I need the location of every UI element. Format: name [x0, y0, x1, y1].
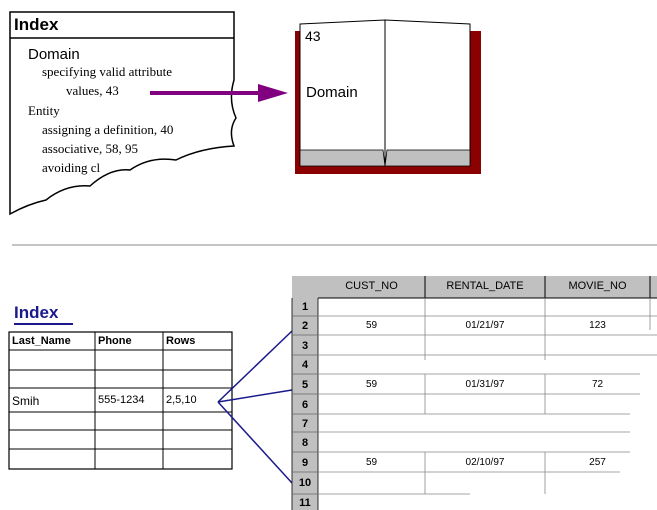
index-card-outline — [9, 11, 237, 216]
index-table-cell: Smih — [12, 394, 40, 408]
data-table-header: CUST_NO — [345, 280, 398, 292]
data-cell: 59 — [365, 379, 378, 390]
row-number-gutter — [292, 298, 318, 510]
data-table-header: RENTAL_DATE — [446, 280, 524, 292]
row-number: 9 — [301, 457, 309, 469]
index-table-cell: 2,5,10 — [166, 394, 197, 406]
data-cell: 59 — [365, 320, 378, 331]
data-table-grid — [291, 298, 657, 510]
data-cell: 123 — [589, 320, 606, 331]
index-table-header: Phone — [98, 335, 132, 347]
row-number: 2 — [301, 320, 309, 332]
data-cell: 01/31/97 — [465, 379, 505, 390]
row-number: 8 — [301, 437, 309, 449]
index-entry-entity: Entity — [28, 103, 60, 118]
row-number: 4 — [301, 359, 309, 371]
arrow-icon — [150, 84, 288, 102]
index-card-title: Index — [14, 15, 59, 34]
row-number: 3 — [301, 340, 309, 352]
index-entry-line: assigning a definition, 40 — [42, 122, 174, 137]
index-entry-line: avoiding cl — [42, 160, 101, 175]
row-number: 10 — [298, 477, 312, 489]
data-cell: 02/10/97 — [465, 457, 505, 468]
data-table-header — [292, 276, 657, 299]
index-entry-line: values, 43 — [66, 83, 119, 98]
index-entry-line: associative, 58, 95 — [42, 141, 139, 156]
row-number: 11 — [299, 497, 311, 509]
data-cell: 01/21/97 — [465, 320, 505, 331]
index-entry-line: specifying valid attribute — [42, 64, 172, 79]
row-number: 7 — [301, 418, 309, 430]
index-table-header: Last_Name — [12, 335, 71, 347]
index-table-title: Index — [14, 303, 59, 322]
book-icon — [295, 19, 481, 174]
data-table-header: MOVIE_NO — [568, 280, 627, 292]
index-table-grid — [8, 331, 233, 470]
index-table-header: Rows — [166, 335, 196, 347]
pointer-lines — [217, 330, 293, 484]
row-number: 5 — [301, 379, 309, 391]
book-page-number: 43 — [305, 28, 321, 44]
row-number: 6 — [301, 399, 309, 411]
data-cell: 59 — [365, 457, 378, 468]
data-cell: 257 — [589, 457, 606, 468]
index-table-cell: 555-1234 — [98, 394, 145, 406]
row-number: 1 — [301, 301, 309, 313]
book-term: Domain — [306, 84, 358, 101]
data-cell: 72 — [591, 379, 604, 390]
index-entry-domain: Domain — [28, 46, 80, 63]
